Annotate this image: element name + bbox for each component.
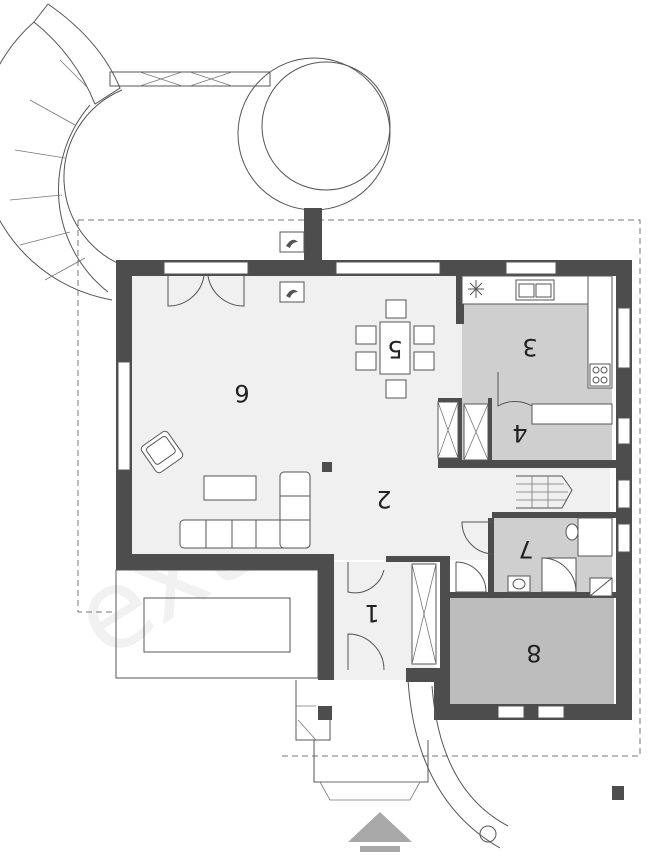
- curved-walkway: [0, 3, 131, 301]
- room-label-5: 5: [387, 335, 402, 363]
- room-label-3: 3: [522, 333, 537, 361]
- lower-terrace: [115, 569, 319, 679]
- marker: [612, 786, 624, 800]
- room-label-7: 7: [518, 535, 533, 563]
- room-label-8: 8: [526, 639, 541, 667]
- garage-floor: [450, 592, 614, 704]
- entrance-arrow-icon: [348, 812, 412, 852]
- coffee-table: [203, 475, 257, 501]
- kitchen-door: [497, 372, 533, 407]
- bathroom-door: [461, 521, 495, 555]
- room-label-6: 6: [234, 379, 249, 407]
- room-label-1: 1: [364, 599, 379, 627]
- bathroom-fixtures: [507, 517, 613, 593]
- column: [322, 462, 332, 472]
- terrace-door: [167, 275, 245, 307]
- room-label-4: 4: [512, 419, 527, 447]
- entrance-porch: [295, 680, 429, 801]
- fireplace-icon: [279, 231, 305, 303]
- wardrobe: [411, 563, 437, 665]
- roof-outline: [78, 219, 641, 757]
- snowflake-icon: [468, 280, 484, 298]
- stairs: [516, 475, 573, 509]
- sofa: [179, 471, 311, 549]
- garage-unit: [589, 577, 613, 597]
- hall-doors: [347, 561, 487, 671]
- kitchen-counter: [461, 275, 613, 389]
- curved-driveway: [407, 679, 509, 849]
- armchair: [140, 430, 184, 474]
- windows: [117, 261, 631, 719]
- pergola: [109, 71, 271, 87]
- pantry-shelf: [437, 401, 613, 461]
- round-terrace: [237, 57, 391, 211]
- room-label-2: 2: [376, 485, 391, 513]
- dining-set: [355, 299, 435, 399]
